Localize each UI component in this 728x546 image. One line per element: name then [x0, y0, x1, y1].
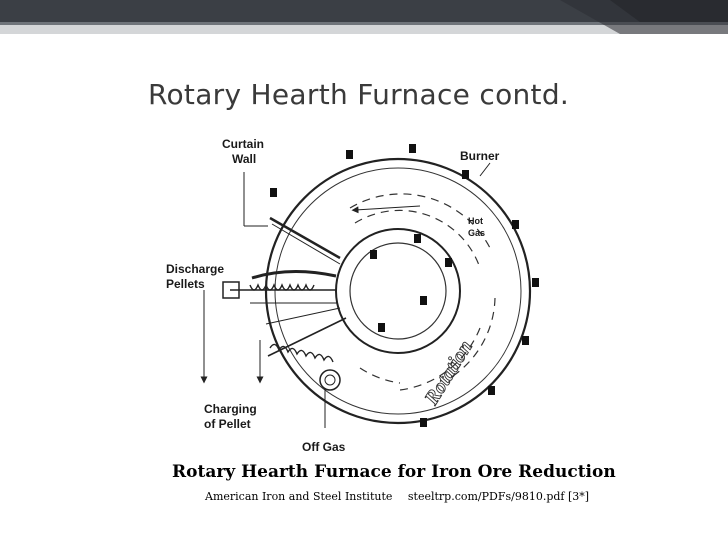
curtain-wall-label-2: Wall	[232, 152, 256, 166]
outer-burners	[270, 144, 539, 427]
burner-label: Burner	[460, 149, 500, 163]
outer-shell-inner	[274, 167, 522, 415]
figure-caption: Rotary Hearth Furnace for Iron Ore Reduc…	[172, 462, 616, 482]
credit-url: steeltrp.com/PDFs/9810.pdf [3*]	[407, 490, 590, 503]
off-gas-label: Off Gas	[302, 440, 346, 454]
curtain-wall	[269, 216, 341, 260]
top-banner	[0, 0, 728, 34]
discharge-label-2: Pellets	[166, 277, 205, 291]
discharge-label-1: Discharge	[166, 262, 224, 276]
discharge-box	[222, 281, 240, 299]
outer-shell	[264, 157, 532, 425]
gas-flow-arrow	[351, 205, 421, 214]
hot-gas-label-1: Hot	[468, 216, 483, 226]
figure-credit: American Iron and Steel Institute steelt…	[205, 490, 601, 503]
rotation-label: Rotation	[420, 337, 477, 410]
charging-screw	[267, 317, 347, 357]
inner-hub-core	[349, 242, 447, 340]
hot-gas-label-2: Gas	[468, 228, 485, 238]
charging-label-1: Charging	[204, 402, 257, 416]
curtain-wall-label-1: Curtain	[222, 137, 264, 151]
pellet-bed	[251, 270, 337, 280]
off-gas-duct	[319, 369, 341, 391]
slide-title: Rotary Hearth Furnace contd.	[148, 78, 570, 111]
charging-label-2: of Pellet	[204, 417, 251, 431]
inner-hub	[335, 228, 461, 354]
credit-source: American Iron and Steel Institute	[205, 490, 393, 503]
rotary-hearth-furnace-diagram: Curtain Wall Burner Hot Gas Discharge Pe…	[166, 137, 539, 454]
inner-burners	[370, 234, 452, 332]
